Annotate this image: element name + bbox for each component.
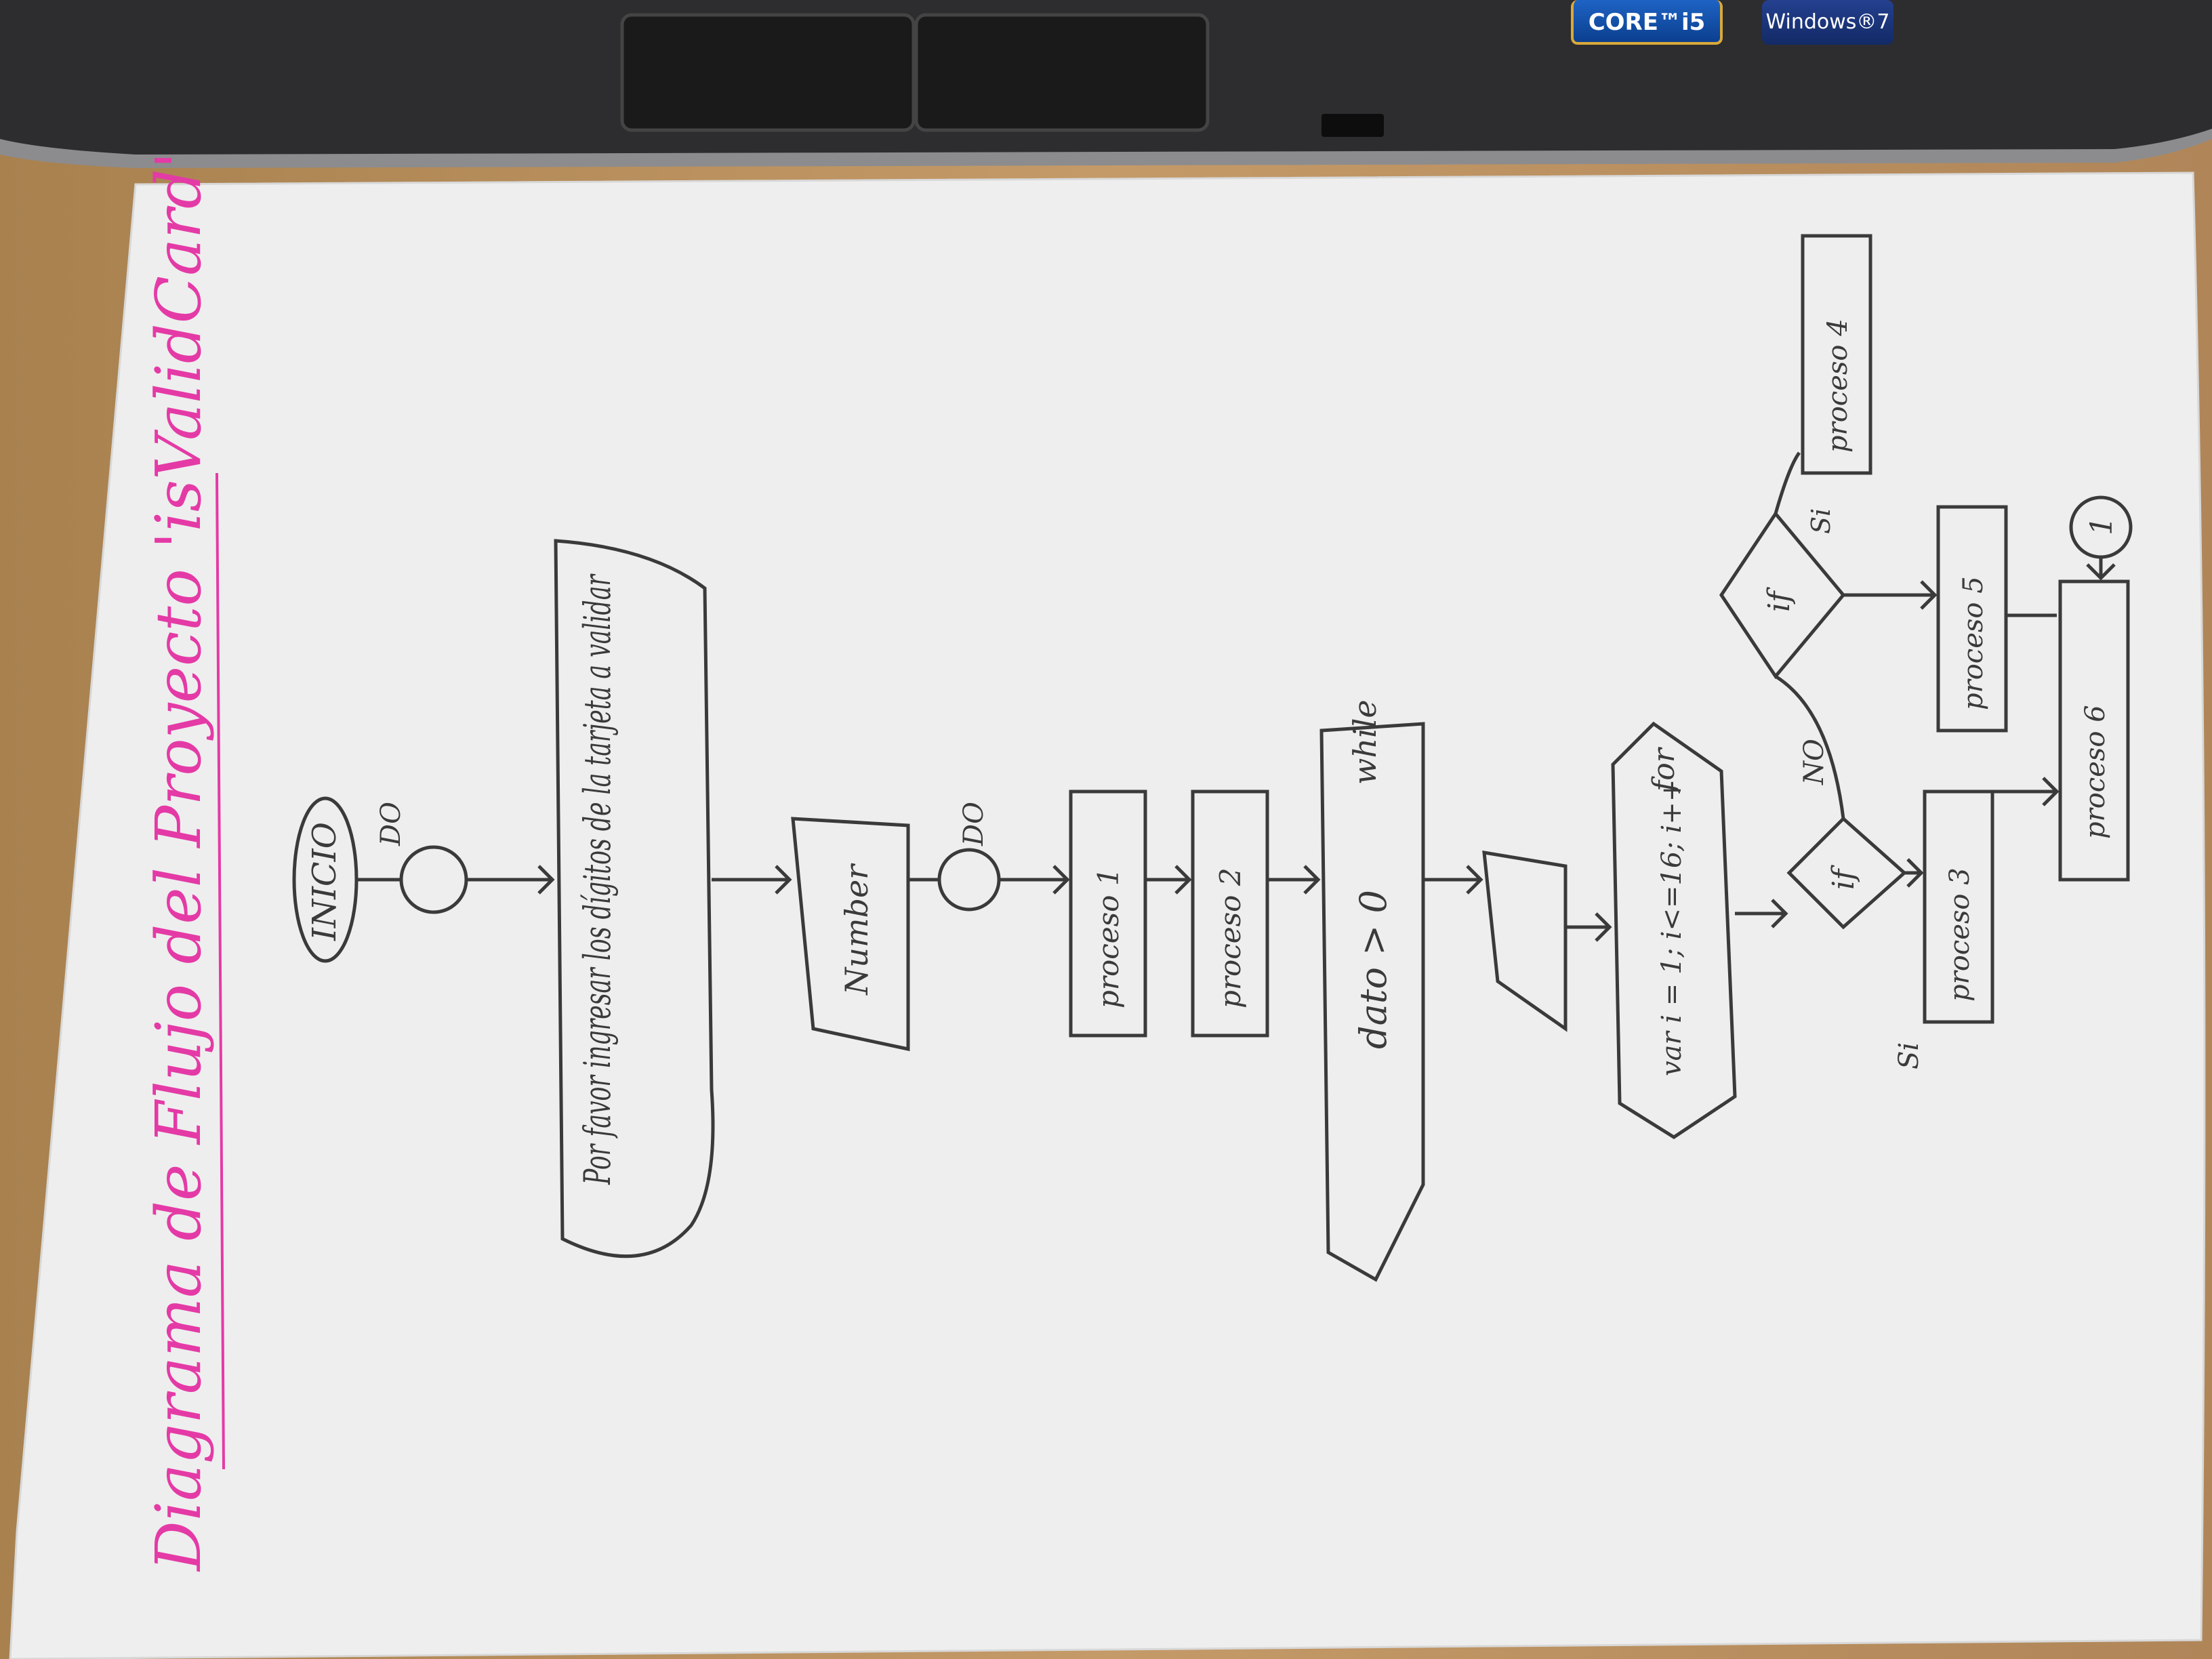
intel-core-badge: CORE™i5	[1571, 0, 1723, 45]
if-2-yes-label: Si	[1806, 508, 1836, 534]
process-1-box: proceso 1	[1069, 790, 1147, 1038]
input-label: Number	[838, 863, 875, 996]
prompt-display: Por favor ingresar los dígitos de la tar…	[554, 539, 715, 1258]
process-2-box: proceso 2	[1191, 790, 1269, 1038]
diagram-title: Diagrama de Flujo del Proyecto 'isValidC…	[142, 152, 215, 1572]
touchpad-buttons	[620, 13, 1210, 132]
while-loop-hexagon: dato > 0 while	[1319, 699, 1425, 1282]
fingerprint-slot	[1322, 114, 1384, 137]
if-1-yes-label: Si	[1893, 1042, 1925, 1069]
process-3-box: proceso 3	[1923, 790, 1994, 1024]
while-label: while	[1347, 699, 1383, 785]
process-3-label: proceso 3	[1944, 867, 1975, 1002]
output-parallelogram	[1482, 850, 1568, 1032]
process-1-label: proceso 1	[1092, 867, 1125, 1008]
start-terminal: INICIO	[292, 796, 359, 963]
connector-label: 1	[2085, 516, 2119, 535]
for-condition: var i = 1; i<=16; i++	[1656, 779, 1687, 1076]
for-label: for	[1647, 746, 1681, 794]
windows-badge: Windows®7	[1762, 0, 1893, 45]
for-loop-hexagon: var i = 1; i<=16; i++ for	[1611, 721, 1737, 1139]
prompt-text: Por favor ingresar los dígitos de la tar…	[576, 573, 619, 1185]
do-label-2: DO	[958, 802, 989, 846]
process-6-label: proceso 6	[2080, 705, 2111, 839]
process-5-label: proceso 5	[1958, 576, 1989, 710]
while-condition: dato > 0	[1352, 890, 1395, 1049]
process-4-label: proceso 4	[1822, 319, 1853, 453]
process-5-box: proceso 5	[1936, 505, 2008, 733]
process-2-label: proceso 2	[1214, 867, 1247, 1008]
do-label-1: DO	[375, 802, 407, 846]
process-4-box: proceso 4	[1801, 234, 1872, 475]
start-label: INICIO	[306, 822, 344, 941]
process-6-box: proceso 6	[2058, 579, 2130, 882]
number-input: Number	[791, 817, 910, 1052]
title-underline	[216, 472, 225, 1470]
if-1-no-label: NO	[1799, 739, 1830, 785]
flow-arrows	[356, 451, 2116, 942]
